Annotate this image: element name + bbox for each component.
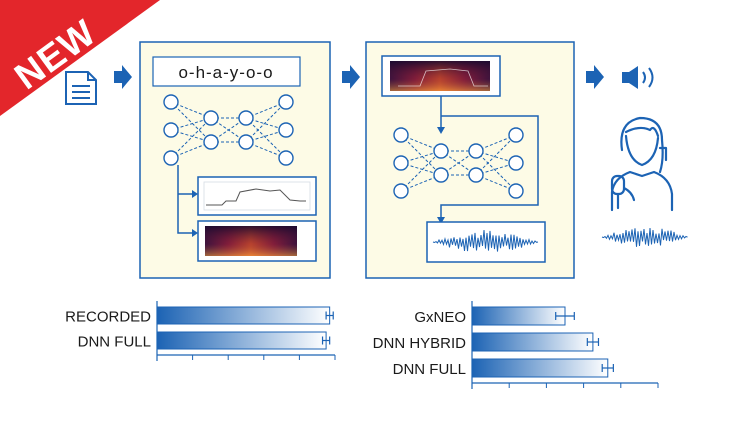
network-edge (170, 117, 212, 159)
pitch-contour-plot (197, 176, 317, 216)
chart-category-label: DNN HYBRID (373, 335, 467, 352)
network-node (238, 134, 254, 150)
chart-1: RECORDED DNN FULL (65, 301, 336, 361)
network-node (508, 155, 524, 171)
phoneme-box (152, 56, 301, 87)
spectrogram-1 (197, 220, 317, 262)
network-node (393, 183, 409, 199)
network-node (278, 94, 294, 110)
network-node (508, 183, 524, 199)
network-node (433, 143, 449, 159)
chart-2: GxNEO DNN HYBRID DNN FULL (373, 301, 659, 389)
network-node (468, 167, 484, 183)
network-node (433, 167, 449, 183)
network-node (278, 150, 294, 166)
flow-arrow-2 (342, 65, 360, 89)
speaking-person-icon (610, 116, 674, 212)
chart-bar (471, 306, 566, 326)
network-node (203, 134, 219, 150)
network-node (278, 122, 294, 138)
chart-category-label: RECORDED (65, 309, 151, 326)
connector-1 (177, 165, 196, 234)
network-edge (400, 134, 442, 176)
network-edge (400, 150, 442, 192)
chart-bar (471, 332, 594, 352)
network-edge (170, 101, 212, 143)
chart-bar (471, 358, 609, 378)
network-node (468, 143, 484, 159)
neural-network-2 (393, 127, 524, 199)
chart-category-label: DNN FULL (78, 334, 151, 351)
flow-arrow-3 (586, 65, 604, 89)
network-edge (475, 134, 517, 176)
chart-bar (156, 331, 327, 350)
network-edge (245, 101, 287, 143)
network-node (203, 110, 219, 126)
output-waveform (601, 228, 688, 247)
network-node (393, 155, 409, 171)
chart-category-label: DNN FULL (393, 361, 466, 378)
speaker-icon (622, 66, 654, 89)
document-icon (65, 71, 97, 105)
network-node (508, 127, 524, 143)
network-node (163, 122, 179, 138)
spectrogram-2 (381, 55, 501, 97)
network-node (238, 110, 254, 126)
network-node (163, 150, 179, 166)
network-edge (475, 150, 517, 192)
neural-network-1 (163, 94, 294, 166)
waveform-plot (426, 221, 546, 263)
flow-arrow-1 (114, 65, 132, 89)
connector-2b (440, 115, 539, 222)
chart-bar (156, 306, 331, 325)
network-node (163, 94, 179, 110)
phoneme-text: o-h-a-y-o-o (178, 63, 273, 82)
network-node (393, 127, 409, 143)
network-edge (245, 117, 287, 159)
chart-category-label: GxNEO (414, 309, 466, 326)
